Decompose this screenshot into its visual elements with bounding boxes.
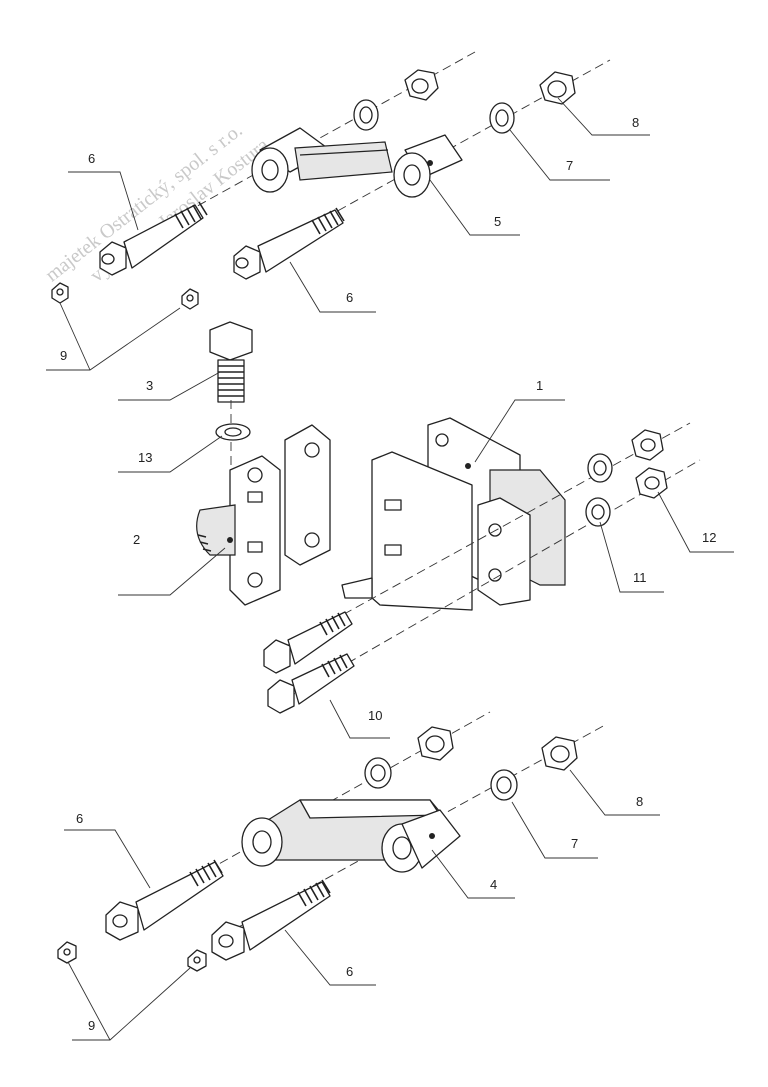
label-10: 10 — [368, 708, 382, 723]
label-4: 4 — [490, 877, 497, 892]
washer-part-7-top — [489, 102, 515, 134]
nipple-part-9-bottom-b — [187, 949, 207, 972]
nut-part-12 — [635, 467, 668, 499]
label-8-bot: 8 — [636, 794, 643, 809]
nut-mid-upper — [631, 429, 664, 461]
nut-part-8-top — [539, 71, 576, 105]
leader-7-top — [509, 129, 610, 181]
leader-9-bot-a — [67, 961, 111, 1041]
label-9-top: 9 — [60, 348, 67, 363]
label-5: 5 — [494, 214, 501, 229]
spring-washer-part-13 — [215, 423, 251, 441]
bolt-part-6-top-right — [233, 207, 345, 280]
label-7-top: 7 — [566, 158, 573, 173]
bolt-part-6-bottom-left — [105, 859, 224, 941]
watermark: majetek Ostratický, spol. s r.o. vydal I… — [41, 119, 273, 287]
top-assembly: 6 8 7 5 6 9 — [46, 51, 650, 371]
label-6-top: 6 — [88, 151, 95, 166]
label-8-top: 8 — [632, 115, 639, 130]
nut-bot-upper — [417, 726, 454, 761]
leader-9-top-a — [59, 302, 91, 371]
nut-top-upper — [404, 69, 439, 101]
leader-11 — [599, 521, 664, 593]
leader-8-bot — [569, 769, 660, 816]
leader-12 — [657, 491, 734, 553]
leader-3 — [118, 371, 221, 401]
axis-mid-1 — [269, 422, 691, 656]
leader-1 — [474, 399, 565, 463]
label-3: 3 — [146, 378, 153, 393]
washer-part-7-bottom — [490, 769, 518, 801]
leader-5 — [429, 179, 520, 236]
label-6-mid: 6 — [346, 290, 353, 305]
leader-6-top — [68, 171, 139, 231]
bolt-part-3 — [209, 321, 253, 403]
label-6-bot-right: 6 — [346, 964, 353, 979]
washer-top-upper — [353, 99, 379, 131]
label-2: 2 — [133, 532, 140, 547]
label-11: 11 — [633, 570, 647, 585]
nut-part-8-bottom — [541, 736, 578, 771]
leader-6-mid — [289, 261, 376, 313]
leader-2 — [118, 547, 226, 596]
bolt-part-6-bottom-right — [211, 879, 331, 961]
link-part-4 — [241, 799, 461, 873]
label-9-bot: 9 — [88, 1018, 95, 1033]
bolt-part-6-top-left — [99, 201, 208, 276]
washer-part-11 — [585, 497, 611, 527]
nipple-part-9-bottom-a — [57, 941, 77, 964]
link-part-5 — [251, 127, 463, 198]
watermark-line-1: majetek Ostratický, spol. s r.o. — [41, 119, 246, 286]
bottom-assembly: 8 6 7 4 6 9 — [57, 711, 660, 1041]
nipple-part-9-top-a — [51, 282, 69, 304]
bracket-part-2 — [196, 424, 331, 606]
axis-mid-2 — [274, 459, 701, 706]
bolt-mid-upper — [263, 611, 353, 674]
leader-6-bot-right — [284, 929, 376, 986]
leader-8-top — [557, 97, 650, 136]
middle-assembly: 3 1 13 2 12 11 10 — [118, 321, 734, 739]
bracket-part-1 — [341, 417, 566, 611]
leader-7-bot — [511, 801, 598, 859]
label-12: 12 — [702, 530, 716, 545]
leader-6-bot-left — [64, 829, 151, 889]
leader-4 — [431, 849, 515, 899]
label-7-bot: 7 — [571, 836, 578, 851]
label-13: 13 — [138, 450, 152, 465]
label-1: 1 — [536, 378, 543, 393]
leader-13 — [118, 435, 223, 473]
bolt-part-10 — [267, 653, 355, 714]
label-6-bot-left: 6 — [76, 811, 83, 826]
nipple-part-9-top-b — [181, 288, 199, 310]
washer-mid-upper — [587, 453, 613, 483]
washer-bot-upper — [364, 757, 392, 789]
leader-10 — [329, 699, 390, 739]
